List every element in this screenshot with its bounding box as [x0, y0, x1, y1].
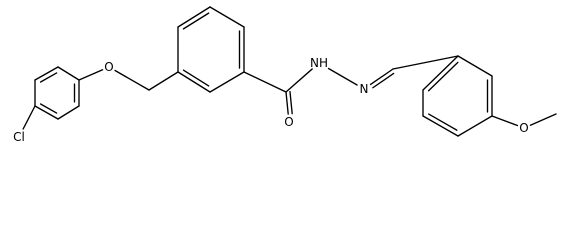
imine-double-bond-b — [372, 72, 395, 89]
bond-layer — [22, 6, 557, 137]
amide-nitrogen-label: NH — [310, 56, 328, 70]
aryl-carbonyl-bond — [243, 71, 287, 93]
ring2-bond — [177, 71, 211, 93]
ring3-double-bond — [427, 61, 459, 92]
ch2-aryl-bond — [148, 71, 179, 91]
ring2-bond — [209, 6, 245, 28]
chlorine-label: Cl — [13, 130, 25, 144]
methoxy-oxygen-label: O — [519, 121, 528, 135]
amide-nitrogen-symbol: N — [310, 56, 319, 70]
aryl-o-bond — [78, 69, 104, 81]
ring1-bond — [57, 105, 80, 120]
o-methyl-bond — [529, 113, 557, 126]
ring1-bond — [34, 105, 59, 120]
ch-aryl-bond — [392, 55, 459, 70]
n-n-bond — [327, 67, 358, 86]
c-cl-bond — [22, 105, 36, 130]
ring1-bond — [57, 66, 80, 81]
molecule-diagram: O Cl O NH N O — [13, 6, 557, 144]
ring3-double-bond — [428, 113, 458, 131]
amide-hydrogen-symbol: H — [319, 56, 328, 70]
c-nh-bond — [285, 68, 313, 93]
o-ch2-bond — [114, 69, 150, 91]
ring3-bond — [457, 55, 493, 77]
ring3-bond — [422, 115, 459, 137]
ring2-double-bond — [182, 12, 210, 30]
ring1-double-bond — [39, 103, 58, 114]
imine-double-bond-a — [369, 68, 394, 86]
carbonyl-double-bond-b — [289, 90, 293, 115]
ring3-bond — [457, 115, 493, 137]
ring1-double-bond — [39, 72, 58, 83]
ring3-bond — [422, 55, 459, 91]
ring1-bond — [34, 66, 59, 81]
carbonyl-double-bond-a — [285, 91, 289, 115]
atom-label-layer: O Cl O NH N O — [13, 56, 529, 144]
ring2-bond — [177, 6, 211, 28]
carbonyl-oxygen-label: O — [284, 115, 293, 129]
ring2-bond — [209, 71, 245, 93]
ether-oxygen-label: O — [104, 60, 113, 74]
ring2-double-bond — [182, 69, 210, 87]
aryl-o-methoxy-bond — [491, 115, 519, 127]
imine-nitrogen-label: N — [360, 82, 369, 96]
